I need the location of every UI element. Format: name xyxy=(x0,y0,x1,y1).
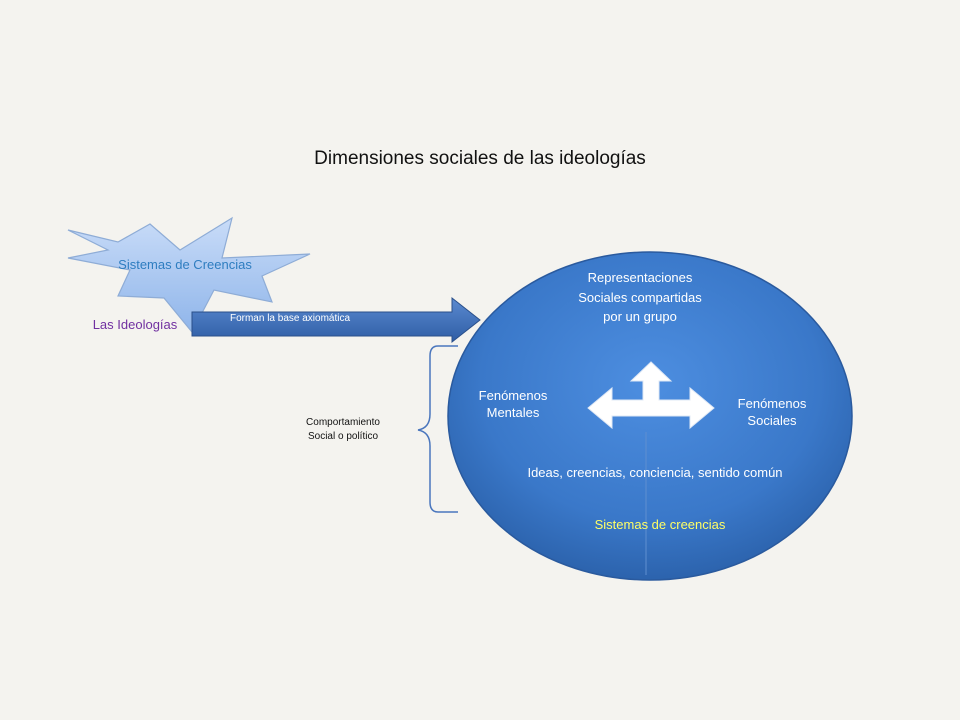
representations-line1: Representaciones xyxy=(587,270,693,285)
representations-line3: por un grupo xyxy=(603,309,677,324)
ideas-label: Ideas, creencias, conciencia, sentido co… xyxy=(527,465,783,480)
mental-phenomena-line2: Mentales xyxy=(486,404,540,420)
belief-systems-starburst xyxy=(67,216,311,334)
representations-line2: Sociales compartidas xyxy=(578,289,702,305)
mental-phenomena-line1: Fenómenos xyxy=(478,388,548,403)
belief-systems-footer: Sistemas de creencias xyxy=(594,517,726,532)
representations-label: Representaciones Sociales compartidas po… xyxy=(545,268,735,327)
page-title: Dimensiones sociales de las ideologías xyxy=(314,148,646,169)
axiomatic-base-arrow xyxy=(191,296,481,344)
three-way-arrow-icon xyxy=(587,361,715,430)
behavior-label-line2: Social o político xyxy=(307,430,379,442)
ideologies-label: Las Ideologías xyxy=(92,317,178,332)
starburst-label: Sistemas de Creencias xyxy=(118,257,252,272)
behavior-brace xyxy=(417,345,458,513)
social-phenomena-line2: Sociales xyxy=(747,412,797,428)
behavior-label-line1: Comportamiento xyxy=(306,417,380,428)
behavior-label: Comportamiento Social o político xyxy=(278,416,408,443)
social-phenomena-line1: Fenómenos xyxy=(737,396,807,411)
mental-phenomena-label: Fenómenos Mentales xyxy=(448,388,578,422)
arrow-label: Forman la base axiomática xyxy=(229,313,351,324)
social-phenomena-label: Fenómenos Sociales xyxy=(712,396,832,430)
